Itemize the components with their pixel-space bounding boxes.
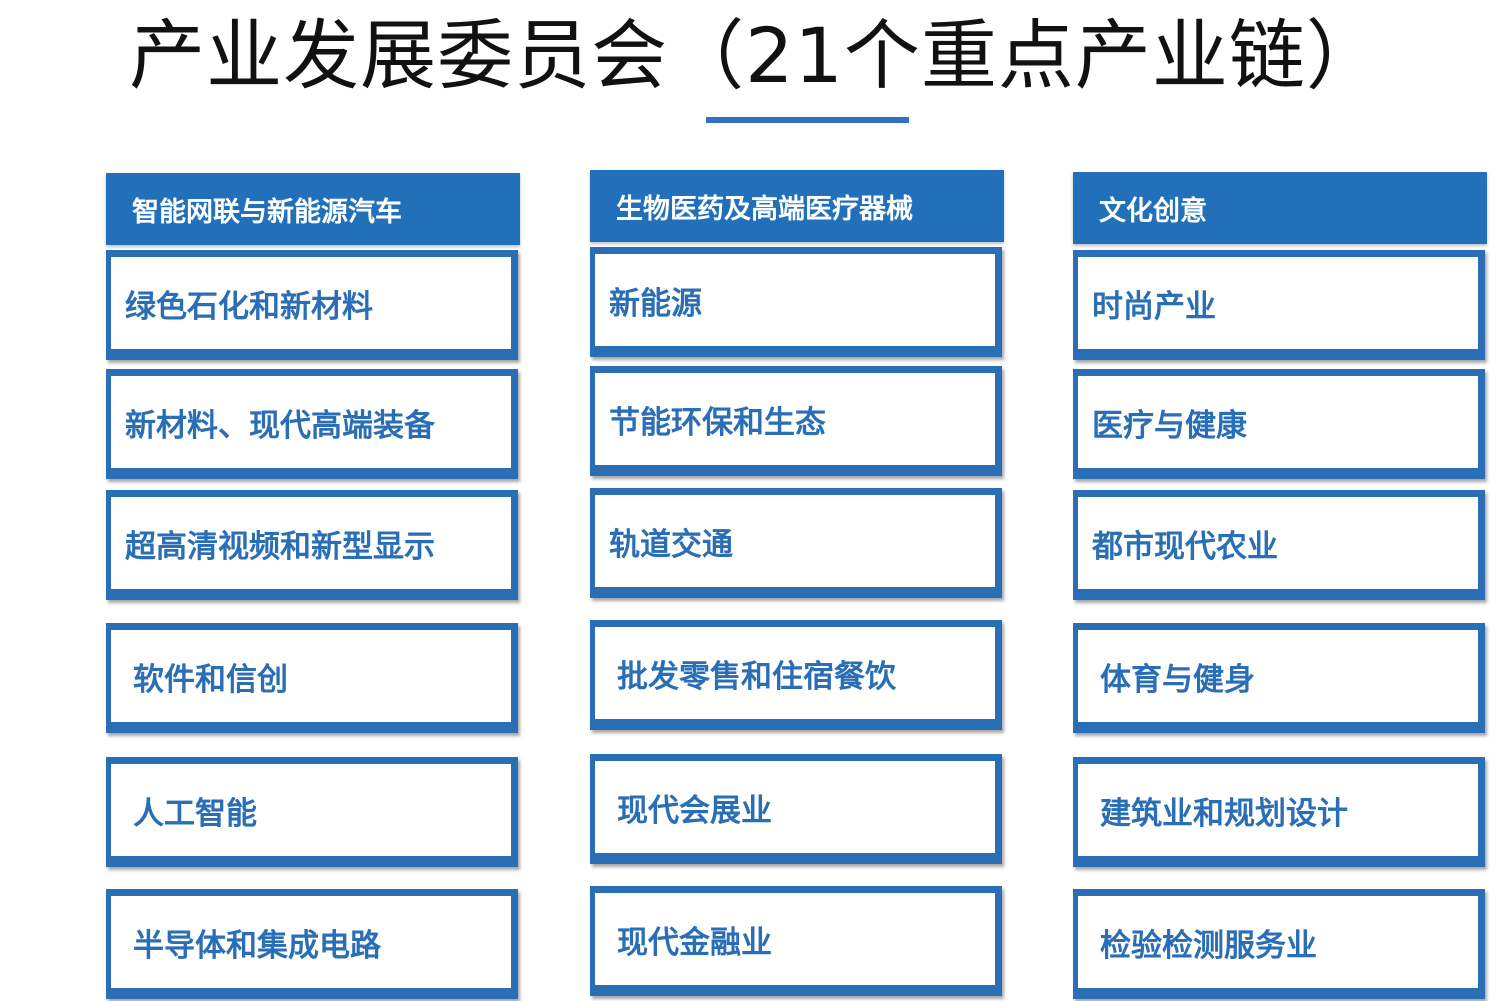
industry-box: 半导体和集成电路 [106, 889, 518, 999]
industry-box: 体育与健身 [1073, 623, 1485, 733]
industry-box: 新能源 [590, 247, 1002, 357]
industry-box: 软件和信创 [106, 623, 518, 733]
industry-box: 人工智能 [106, 757, 518, 867]
industry-box: 超高清视频和新型显示 [106, 490, 518, 600]
title-underline [706, 117, 909, 123]
industry-box: 批发零售和住宿餐饮 [590, 620, 1002, 730]
industry-box: 新材料、现代高端装备 [106, 369, 518, 479]
industry-box: 现代会展业 [590, 754, 1002, 864]
industry-box: 绿色石化和新材料 [106, 250, 518, 360]
column-header: 智能网联与新能源汽车 [106, 173, 520, 245]
industry-box: 现代金融业 [590, 886, 1002, 996]
industry-box: 医疗与健康 [1073, 369, 1485, 479]
industry-box: 轨道交通 [590, 488, 1002, 598]
column-header: 文化创意 [1073, 172, 1487, 244]
industry-box: 都市现代农业 [1073, 490, 1485, 600]
industry-box: 建筑业和规划设计 [1073, 757, 1485, 867]
industry-box: 检验检测服务业 [1073, 889, 1485, 999]
page-title: 产业发展委员会（21个重点产业链） [129, 11, 1383, 100]
industry-box: 节能环保和生态 [590, 366, 1002, 476]
column-header: 生物医药及高端医疗器械 [590, 170, 1004, 242]
industry-box: 时尚产业 [1073, 250, 1485, 360]
